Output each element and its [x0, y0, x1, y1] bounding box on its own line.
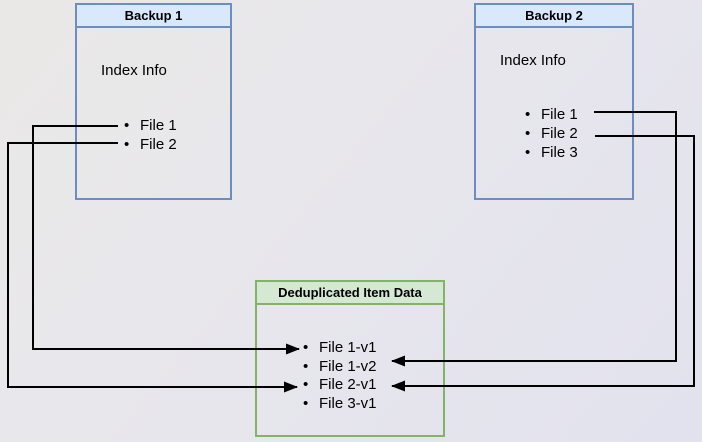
dedup-title: Deduplicated Item Data — [257, 282, 443, 305]
backup1-file-list: File 1 File 2 — [124, 116, 177, 154]
backup2-file-list: File 1 File 2 File 3 — [525, 105, 578, 162]
list-item: File 2-v1 — [303, 376, 377, 395]
list-item: File 3-v1 — [303, 395, 377, 414]
backup2-index-info-label: Index Info — [500, 52, 566, 69]
backup1-title: Backup 1 — [77, 5, 230, 28]
list-item: File 1 — [525, 105, 578, 124]
list-item: File 1-v1 — [303, 339, 377, 358]
backup2-node: Backup 2 Index Info File 1 File 2 File 3 — [474, 3, 634, 200]
backup1-node: Backup 1 Index Info File 1 File 2 — [75, 3, 232, 200]
backup1-index-info-label: Index Info — [101, 62, 167, 79]
list-item: File 2 — [124, 135, 177, 154]
list-item: File 2 — [525, 124, 578, 143]
list-item: File 1-v2 — [303, 358, 377, 377]
deduplicated-item-data-node: Deduplicated Item Data File 1-v1 File 1-… — [255, 280, 445, 437]
list-item: File 1 — [124, 116, 177, 135]
list-item: File 3 — [525, 143, 578, 162]
dedup-item-list: File 1-v1 File 1-v2 File 2-v1 File 3-v1 — [303, 339, 377, 413]
backup2-title: Backup 2 — [476, 5, 632, 28]
